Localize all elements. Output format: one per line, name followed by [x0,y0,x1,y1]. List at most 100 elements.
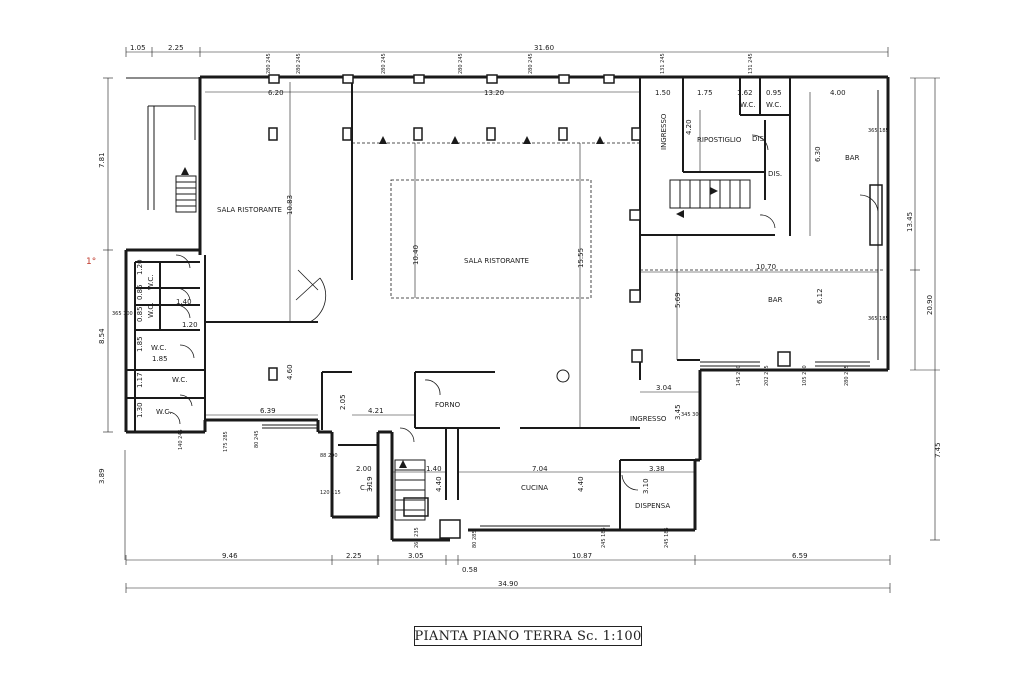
opening-size: 105 270 [802,365,808,386]
dim-text: 15.55 [577,248,585,268]
opening-size: 131 245 [660,53,666,74]
dim-text: 9.46 [222,552,238,560]
opening-size: 120 115 [320,490,341,496]
plan-caption: PIANTA PIANO TERRA Sc. 1:100 [414,626,642,646]
dim-text: 1.62 [737,89,753,97]
opening-size: 345 300 [681,412,702,418]
dim-text: 8.54 [98,328,106,344]
marker-triangle [596,136,604,144]
dim-text: 10.70 [756,263,776,271]
room-label-ingresso-top: INGRESSO [660,113,668,150]
room-label-bar-top: BAR [845,154,860,162]
dim-text: 6.39 [260,407,276,415]
interior-stair [394,179,751,521]
marker-triangle [451,136,459,144]
room-label-wc-left-5: W.C. [156,408,171,416]
dim-text: 1.30 [136,402,144,418]
room-label-dis-a: DIS. [752,135,766,143]
room-label-sala-center: SALA RISTORANTE [464,257,529,265]
dim-text: 6.59 [792,552,808,560]
opening-size: 280 245 [381,53,387,74]
dim-text: 1.85 [136,336,144,352]
dim-text: 2.00 [356,465,372,473]
room-label-ingresso-main: INGRESSO [630,415,667,423]
dim-text: 4.00 [830,89,846,97]
opening-size: 280 245 [266,53,272,74]
dim-text: 1.20 [136,259,144,275]
room-label-wc-top-b: W.C. [766,101,781,109]
opening-size: 365 100 [112,311,133,317]
dim-text: 34.90 [498,580,518,588]
arrow-marker [710,187,718,195]
dim-text: 3.05 [408,552,424,560]
opening-size: 365 185 [868,128,889,134]
room-label-forno: FORNO [435,401,461,409]
dashed-outlines [352,142,885,299]
dim-text: 4.20 [685,119,693,135]
opening-size: 131 245 [748,53,754,74]
dim-text: 1.85 [152,355,168,363]
opening-size: 280 245 [296,53,302,74]
room-label-wc-left-4: W.C. [172,376,187,384]
dim-text: 1.75 [697,89,713,97]
marker-triangle [379,136,387,144]
dim-text: 0.95 [766,89,782,97]
dim-text: 1.50 [655,89,671,97]
dim-text: 1.05 [130,44,146,52]
dim-text: 3.04 [656,384,672,392]
dim-text: 2.05 [339,394,347,410]
room-label-dispensa: DISPENSA [635,502,670,510]
room-label-wc-left-2: W.C. [147,303,155,318]
marker-triangle [523,136,531,144]
opening-size: 175 285 [223,431,229,452]
dim-text: 5.69 [674,292,682,308]
room-label-wc-left-3: W.C. [151,344,166,352]
dim-text: 10.87 [572,552,592,560]
dim-text: 1.40 [426,465,442,473]
dim-text: 3.89 [98,468,106,484]
dim-text: 1.20 [182,321,198,329]
opening-size: 280 245 [528,53,534,74]
dim-text: 3.38 [649,465,665,473]
opening-size: 245 185 [664,527,670,548]
dim-text: 7.81 [98,152,106,168]
dim-text: 0.85 [136,306,144,322]
room-label-ripostiglio: RIPOSTIGLIO [697,136,742,144]
interior-walls [126,78,791,530]
dim-text: 2.25 [168,44,184,52]
opening-size: 80 245 [254,431,260,449]
dim-text: 31.60 [534,44,554,52]
dim-text: 1.17 [136,372,144,388]
marker-triangle [399,460,407,468]
opening-size: 140 245 [178,429,184,450]
dim-text: 10.40 [412,245,420,265]
dim-text: 7.45 [934,442,942,458]
marker-triangle [181,167,189,175]
room-label-wc-top-a: W.C. [740,101,755,109]
dim-text: 6.12 [816,288,824,304]
column-circle [556,369,570,383]
opening-size: 145 270 [736,365,742,386]
opening-size: 280 245 [844,365,850,386]
dim-text: 0.58 [462,566,478,574]
dim-text: 3.19 [366,476,374,492]
opening-size: 265 235 [414,527,420,548]
dim-text: 2.25 [346,552,362,560]
dim-text: 6.20 [268,89,284,97]
opening-size: 80 285 [472,531,478,549]
room-label-wc-left-1: W.C. [147,275,155,290]
opening-size: 88 200 [320,453,338,459]
door-swings [167,134,879,491]
dim-text: 4.40 [577,476,585,492]
dim-text: 4.40 [435,476,443,492]
opening-size: 365 185 [868,316,889,322]
pillars [268,74,883,539]
dim-text: 1.40 [176,298,192,306]
opening-size: 280 245 [458,53,464,74]
outer-walls [124,75,890,542]
stair-annex [126,77,200,213]
dim-text: 10.83 [286,195,294,215]
opening-size: 202 275 [764,365,770,386]
section-markers [181,136,718,468]
